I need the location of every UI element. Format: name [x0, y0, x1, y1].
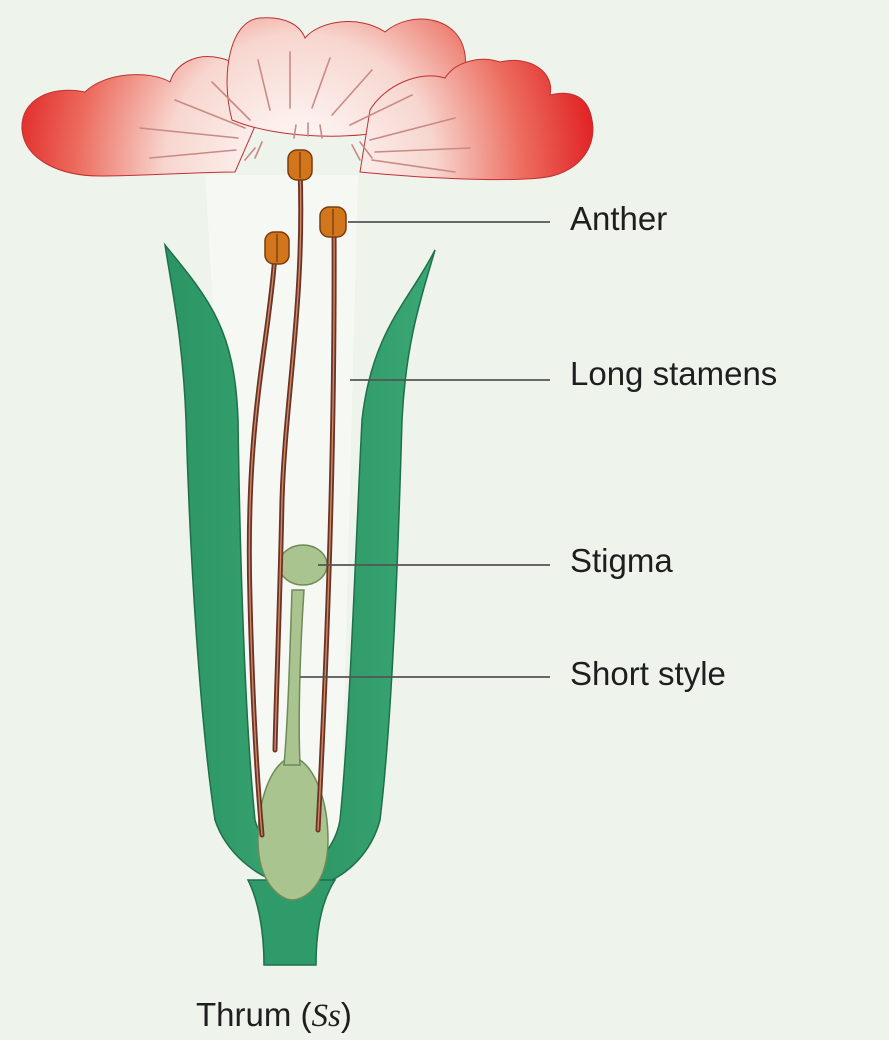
caption-close: ) [341, 996, 352, 1033]
short-style-label: Short style [570, 655, 726, 693]
caption-text: Thrum ( [196, 996, 312, 1033]
anther-label: Anther [570, 200, 667, 238]
caption-genotype: Ss [312, 998, 341, 1034]
long-stamens-label: Long stamens [570, 355, 777, 393]
caption-thrum: Thrum (Ss) [196, 996, 352, 1035]
petal-left [22, 57, 262, 176]
stigma-label: Stigma [570, 542, 673, 580]
